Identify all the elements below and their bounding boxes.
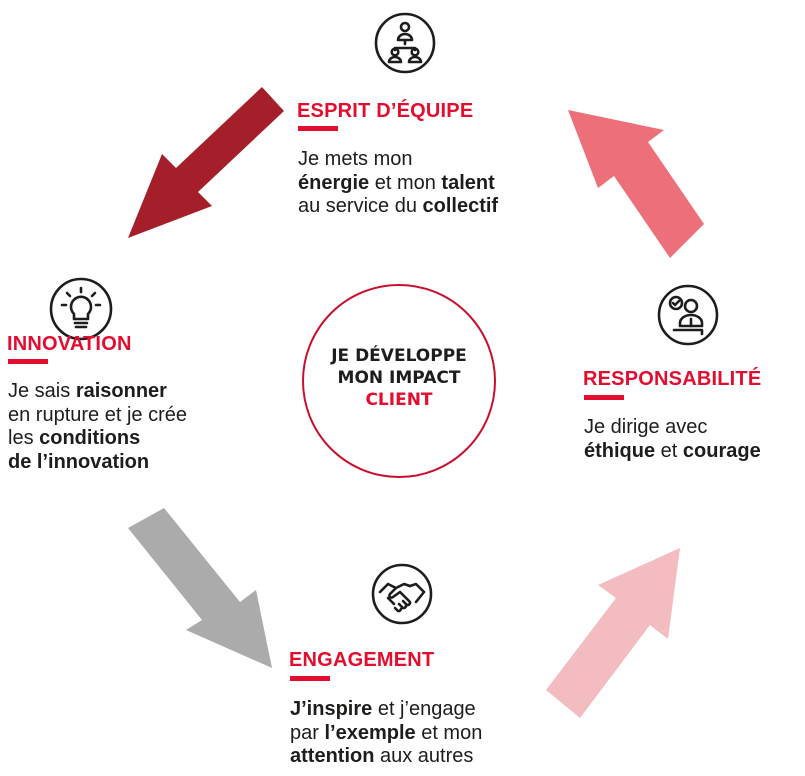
- arrow-top-left: [128, 87, 284, 238]
- desc-text: et j’engage: [372, 698, 476, 720]
- title-responsabilite: RESPONSABILITÉ: [583, 368, 762, 390]
- desc-line: Je dirige avec: [584, 416, 761, 440]
- desc-text: et: [655, 439, 683, 462]
- desc-line: les conditions: [8, 427, 187, 451]
- desc-line: par l’exemple et mon: [290, 722, 482, 746]
- desc-text: et mon: [415, 721, 483, 744]
- team-hierarchy-icon: [373, 11, 437, 75]
- desc-line: au service du collectif: [298, 195, 498, 219]
- desc-bold-text: conditions: [39, 427, 141, 449]
- underline-responsabilite: [584, 395, 624, 400]
- center-label: JE DÉVELOPPE MON IMPACT CLIENT: [302, 345, 496, 411]
- desc-text: au service du: [298, 195, 423, 217]
- underline-innovation: [8, 359, 48, 364]
- center-line-3: CLIENT: [365, 390, 433, 410]
- underline-engagement: [290, 676, 330, 681]
- desc-line: en rupture et je crée: [8, 404, 187, 428]
- desc-text: Je mets mon: [298, 148, 413, 170]
- title-innovation: INNOVATION: [7, 333, 132, 355]
- underline-esprit-equipe: [298, 126, 338, 131]
- arrow-top-right: [568, 110, 704, 258]
- leader-check-icon: [656, 283, 720, 347]
- desc-text: par: [290, 721, 325, 744]
- desc-bold-text: énergie: [298, 171, 370, 194]
- desc-text: les: [8, 427, 40, 449]
- desc-bold-text: de l’innovation: [8, 450, 150, 473]
- desc-text: Je dirige avec: [584, 416, 708, 438]
- desc-bold-text: raisonner: [75, 380, 167, 402]
- arrow-bottom-right: [546, 548, 680, 718]
- desc-line: de l’innovation: [8, 451, 187, 475]
- desc-bold-text: courage: [682, 439, 761, 462]
- desc-text: et mon: [369, 171, 442, 194]
- desc-bold-text: talent: [441, 171, 495, 194]
- center-line-1: JE DÉVELOPPE: [331, 346, 467, 366]
- desc-bold-text: collectif: [422, 195, 499, 217]
- handshake-icon: [370, 562, 434, 626]
- desc-text: aux autres: [374, 745, 474, 767]
- title-engagement: ENGAGEMENT: [289, 649, 435, 671]
- desc-line: éthique et courage: [584, 440, 761, 464]
- title-esprit-equipe: ESPRIT D’ÉQUIPE: [297, 100, 474, 122]
- desc-line: Je sais raisonner: [8, 380, 187, 404]
- desc-line: Je mets mon: [298, 148, 498, 172]
- desc-text: Je sais: [8, 380, 76, 402]
- center-line-2: MON IMPACT: [337, 368, 461, 388]
- desc-line: énergie et mon talent: [298, 172, 498, 196]
- arrow-bottom-left: [128, 508, 272, 668]
- desc-line: attention aux autres: [290, 745, 482, 769]
- center-circle: [302, 284, 496, 478]
- desc-bold-text: attention: [290, 745, 375, 767]
- desc-bold-text: l’exemple: [324, 721, 416, 744]
- desc-line: J’inspire et j’engage: [290, 698, 482, 722]
- desc-bold-text: éthique: [584, 439, 656, 462]
- lightbulb-icon: [48, 276, 114, 342]
- desc-text: en rupture et je crée: [8, 403, 187, 426]
- desc-bold-text: J’inspire: [290, 698, 373, 720]
